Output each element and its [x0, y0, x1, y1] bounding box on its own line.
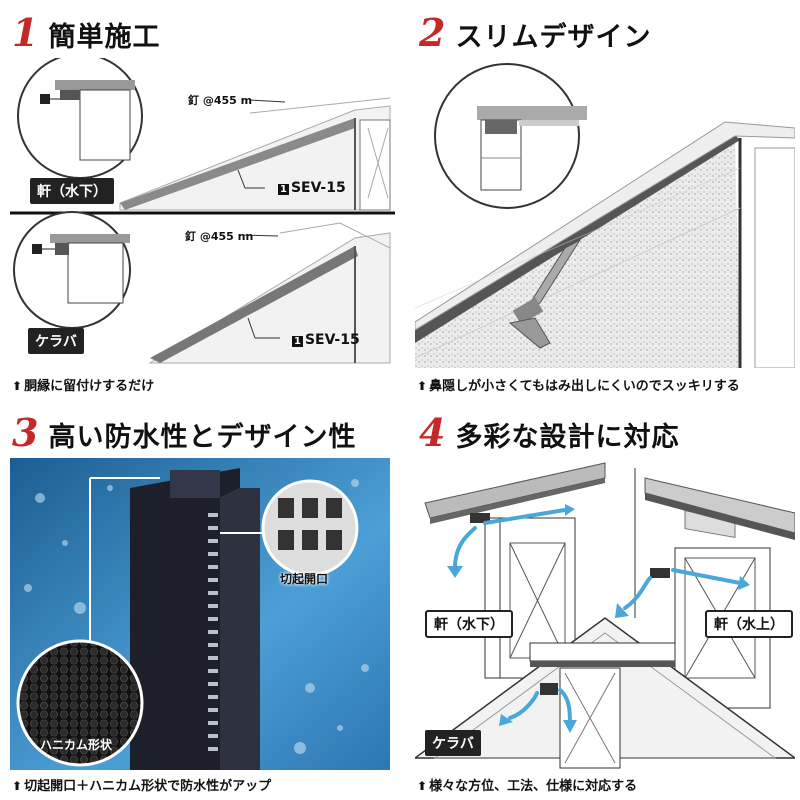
panel-header: 4 多彩な設計に対応	[419, 414, 679, 452]
up-arrow-icon: ⬆	[12, 779, 23, 793]
eaves-up-tag: 軒（水上）	[705, 610, 793, 638]
up-arrow-icon: ⬆	[417, 779, 428, 793]
honeycomb-label: ハニカム形状	[40, 738, 113, 752]
callout-number-badge: 1	[292, 336, 303, 347]
panel-number: 3	[12, 410, 39, 455]
panel-title: 簡単施工	[48, 22, 161, 53]
panel-header: 1 簡単施工	[12, 14, 160, 52]
panel-caption: ⬆様々な方位、工法、仕様に対応する	[417, 775, 637, 794]
eaves-tag: 軒（水下）	[30, 178, 114, 204]
panel-caption: ⬆切起開口＋ハニカム形状で防水性がアップ	[12, 775, 271, 794]
panel-header: 2 スリムデザイン	[419, 14, 651, 52]
waterproof-illustration	[10, 458, 390, 770]
panel-title: 多彩な設計に対応	[455, 422, 680, 453]
panel-caption: ⬆鼻隠しが小さくてもはみ出しにくいのでスッキリする	[417, 375, 740, 394]
nail-spacing-label-top: 釘 @455 m	[188, 94, 253, 107]
panel-header: 3 高い防水性とデザイン性	[12, 414, 356, 452]
panel-title: 高い防水性とデザイン性	[48, 422, 357, 453]
caption-text: 切起開口＋ハニカム形状で防水性がアップ	[24, 779, 272, 794]
panel-slim-design: 2 スリムデザイン ⬆鼻隠しが小さくてもはみ出しにくいのでスッキ	[415, 0, 800, 400]
panel-versatile-design: 4 多彩な設計に対応	[415, 400, 800, 800]
slim-design-illustration	[415, 58, 795, 368]
up-arrow-icon: ⬆	[417, 379, 428, 393]
caption-text: 胴縁に留付けするだけ	[24, 379, 155, 394]
panel-waterproof: 3 高い防水性とデザイン性	[10, 400, 395, 800]
panel-title: スリムデザイン	[455, 22, 652, 53]
panel-caption: ⬆胴縁に留付けするだけ	[12, 375, 154, 394]
eaves-down-tag: 軒（水下）	[425, 610, 513, 638]
panel-number: 4	[419, 410, 446, 455]
caption-text: 様々な方位、工法、仕様に対応する	[429, 779, 638, 794]
slit-opening-label: 切起開口	[280, 572, 329, 586]
panel-number: 2	[419, 10, 446, 55]
up-arrow-icon: ⬆	[12, 379, 23, 393]
caption-text: 鼻隠しが小さくてもはみ出しにくいのでスッキリする	[429, 379, 740, 394]
gable-tag: ケラバ	[28, 328, 84, 354]
nail-spacing-label-bottom: 釘 @455 nn	[185, 230, 254, 243]
panel-number: 1	[12, 10, 39, 55]
gable-tag: ケラバ	[425, 730, 481, 756]
install-illustration	[10, 58, 395, 364]
product-code: SEV-15	[290, 180, 346, 196]
panel-easy-install: 1 簡単施工	[10, 0, 395, 400]
callout-number-badge: 1	[278, 184, 289, 195]
product-code: SEV-15	[304, 332, 360, 348]
